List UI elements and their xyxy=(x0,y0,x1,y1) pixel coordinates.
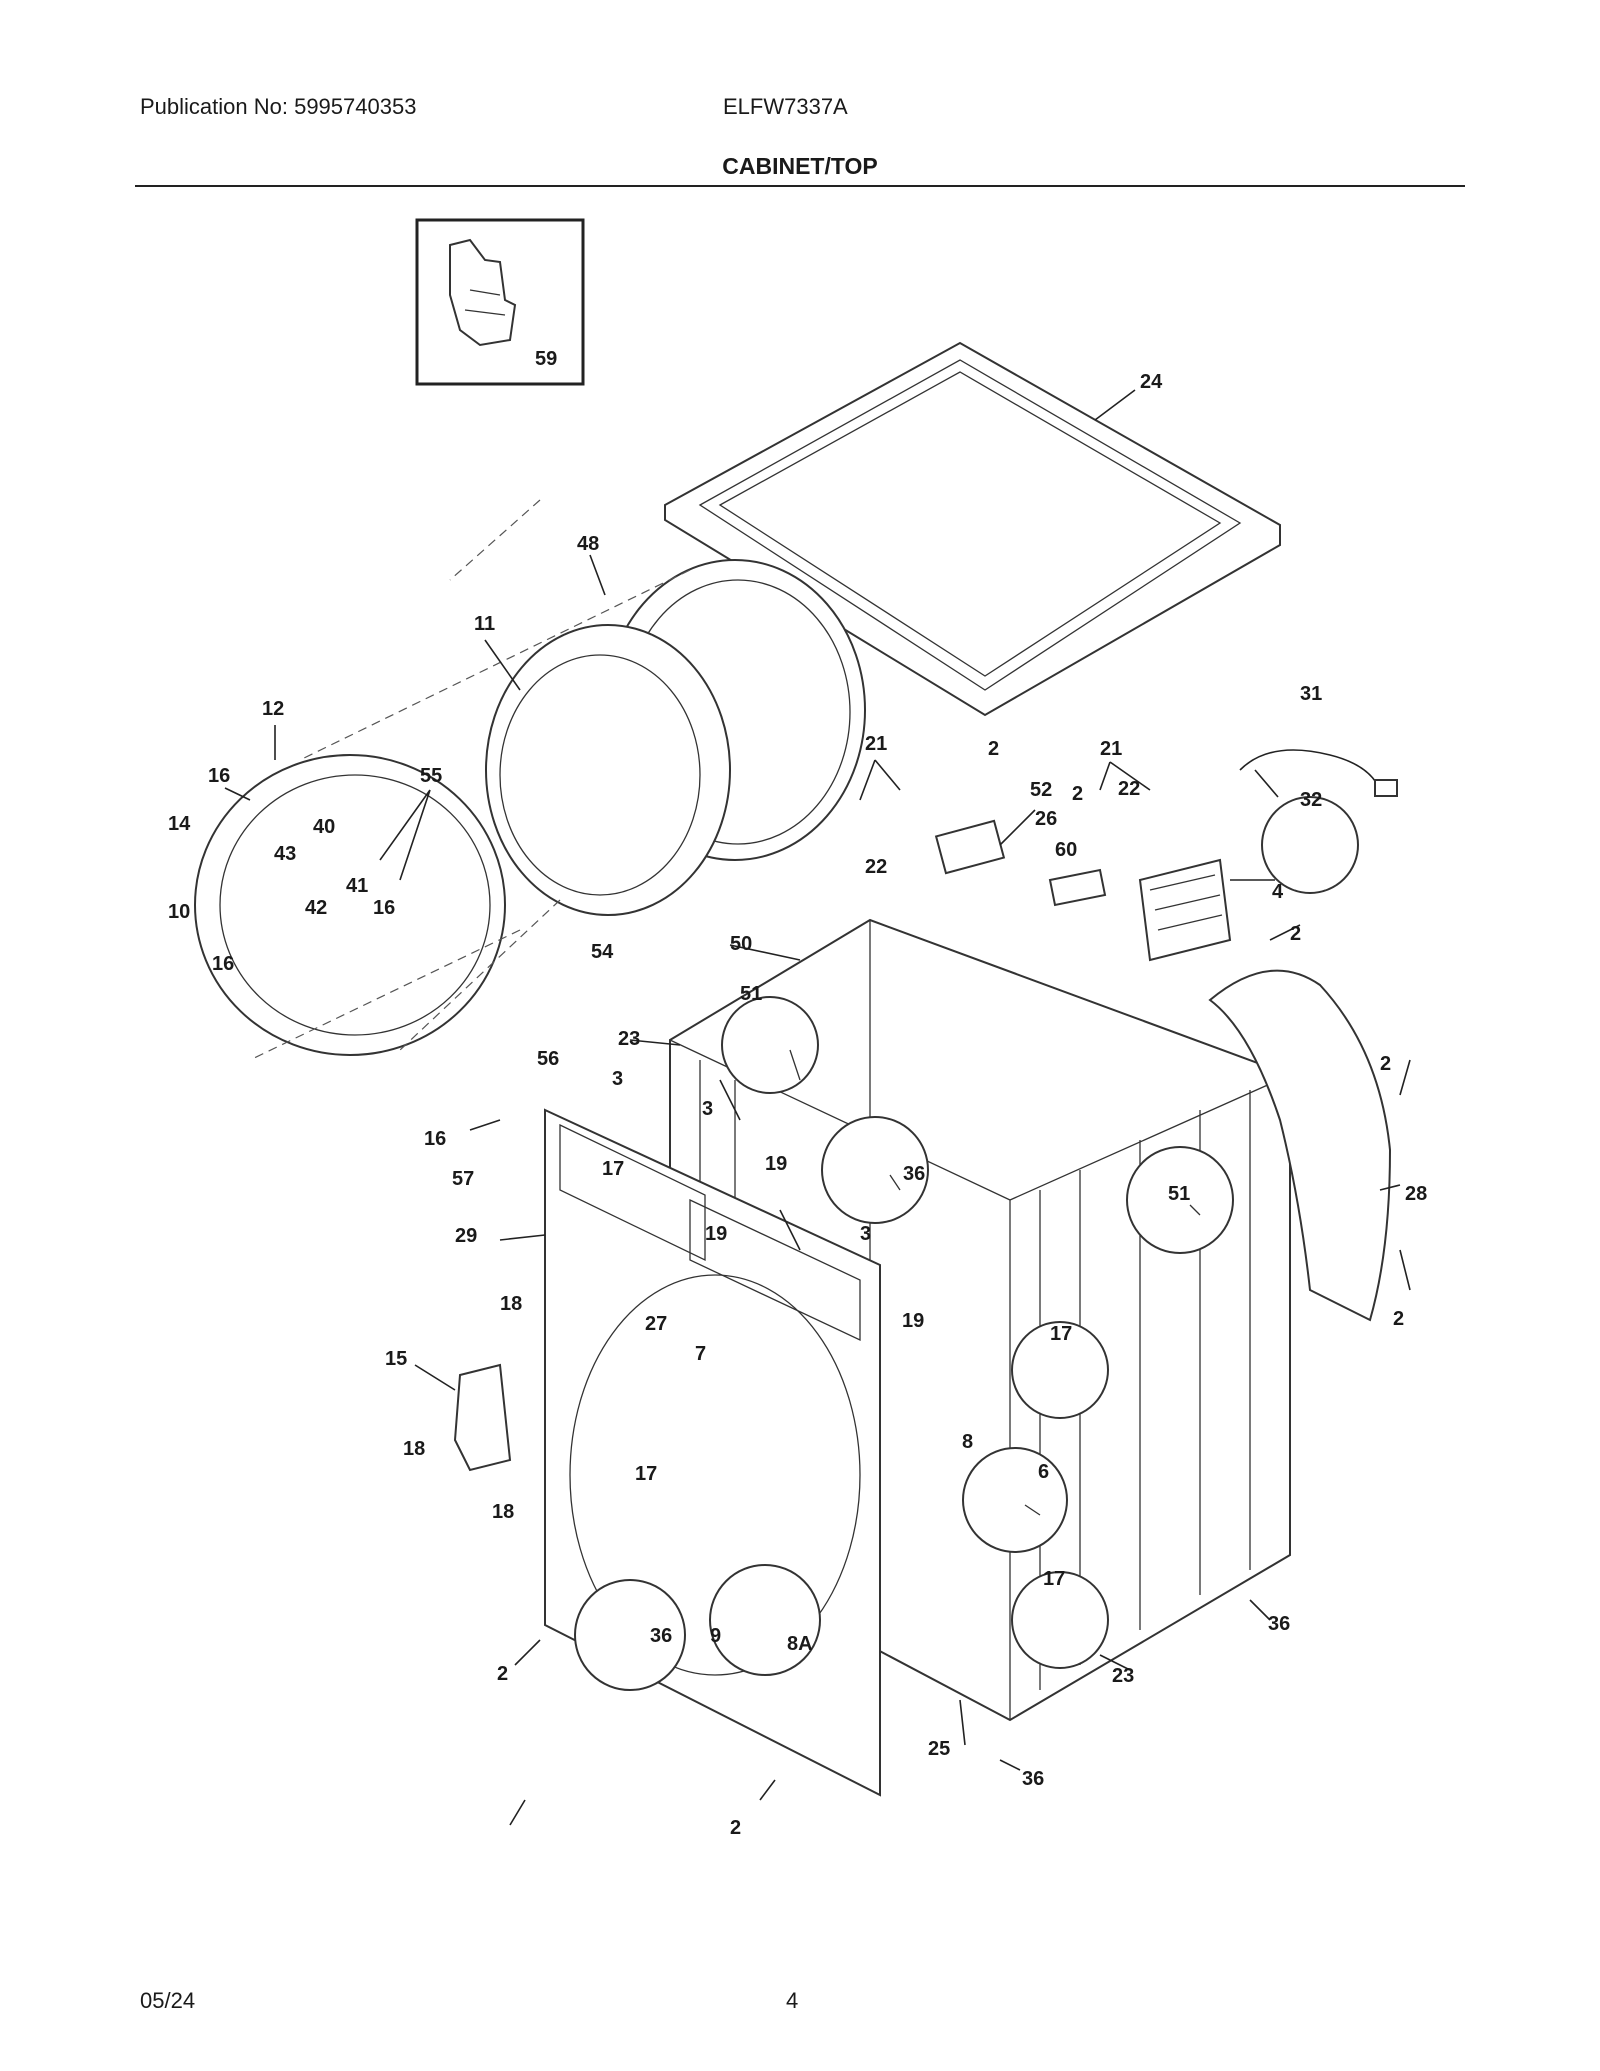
door-hinge xyxy=(453,1363,512,1472)
callout-17c: 17 xyxy=(635,1463,657,1485)
callout-40: 40 xyxy=(313,816,335,838)
callout-18c: 18 xyxy=(492,1501,514,1523)
callout-28: 28 xyxy=(1405,1183,1427,1205)
power-cord xyxy=(1239,749,1398,797)
callout-2d: 2 xyxy=(1380,1053,1391,1075)
leader-lines xyxy=(224,389,1411,1826)
callout-4: 4 xyxy=(1272,881,1284,903)
callout-26: 26 xyxy=(1035,808,1057,830)
callout-17b: 17 xyxy=(1050,1323,1072,1345)
control-components xyxy=(934,819,1232,962)
callout-29: 29 xyxy=(455,1225,477,1247)
callout-17d: 17 xyxy=(1043,1568,1065,1590)
callout-55: 55 xyxy=(420,765,442,787)
callout-31: 31 xyxy=(1300,683,1322,705)
callout-42: 42 xyxy=(305,897,327,919)
callout-18b: 18 xyxy=(403,1438,425,1460)
publication-number: Publication No: 5995740353 xyxy=(140,94,417,119)
callout-9: 9 xyxy=(710,1625,721,1647)
callout-19b: 19 xyxy=(705,1223,727,1245)
callout-19c: 19 xyxy=(902,1310,924,1332)
callout-36d: 36 xyxy=(1022,1768,1044,1790)
callout-23a: 23 xyxy=(618,1028,640,1050)
callout-43: 43 xyxy=(274,843,296,865)
callout-19a: 19 xyxy=(765,1153,787,1175)
callout-18a: 18 xyxy=(500,1293,522,1315)
section-title: CABINET/TOP xyxy=(722,153,878,179)
callout-2f: 2 xyxy=(497,1663,508,1685)
callout-32: 32 xyxy=(1300,789,1322,811)
callout-60: 60 xyxy=(1055,839,1077,861)
callout-22b: 22 xyxy=(1118,778,1140,800)
callout-36a: 36 xyxy=(903,1163,925,1185)
callout-51a: 51 xyxy=(740,983,762,1005)
footer-date: 05/24 xyxy=(140,1988,196,2013)
callout-48: 48 xyxy=(577,533,599,555)
callout-2a: 2 xyxy=(988,738,999,760)
footer-page-number: 4 xyxy=(786,1988,799,2013)
callout-11: 11 xyxy=(474,613,495,635)
callout-3c: 3 xyxy=(860,1223,871,1245)
callout-16a: 16 xyxy=(208,765,230,787)
callout-36c: 36 xyxy=(650,1625,672,1647)
callout-16b: 16 xyxy=(373,897,395,919)
callout-36b: 36 xyxy=(1268,1613,1290,1635)
rear-panel xyxy=(1208,969,1392,1322)
callout-2c: 2 xyxy=(1290,923,1301,945)
callout-52: 52 xyxy=(1030,779,1052,801)
callout-15: 15 xyxy=(385,1348,407,1370)
callout-24: 24 xyxy=(1140,371,1163,393)
callout-10: 10 xyxy=(168,901,190,923)
callout-54: 54 xyxy=(591,941,614,963)
callout-3a: 3 xyxy=(612,1068,623,1090)
door-assembly xyxy=(194,499,866,1061)
callout-12: 12 xyxy=(262,698,284,720)
callout-3b: 3 xyxy=(702,1098,713,1120)
callout-labels: 59 24 48 11 12 16 14 40 55 43 41 42 16 1… xyxy=(168,348,1427,1839)
callout-56: 56 xyxy=(537,1048,559,1070)
callout-41: 41 xyxy=(346,875,368,897)
callout-16c: 16 xyxy=(212,953,234,975)
callout-27: 27 xyxy=(645,1313,667,1335)
callout-6: 6 xyxy=(1038,1461,1049,1483)
callout-25: 25 xyxy=(928,1738,950,1760)
callout-17a: 17 xyxy=(602,1158,624,1180)
callout-16d: 16 xyxy=(424,1128,446,1150)
callout-51b: 51 xyxy=(1168,1183,1190,1205)
callout-23b: 23 xyxy=(1112,1665,1134,1687)
callout-21a: 21 xyxy=(865,733,887,755)
callout-59: 59 xyxy=(535,348,557,370)
header-rule xyxy=(135,185,1465,187)
inset-part-59 xyxy=(415,218,585,386)
callout-57: 57 xyxy=(452,1168,474,1190)
detail-circles xyxy=(574,796,1359,1691)
callout-22a: 22 xyxy=(865,856,887,878)
callout-8: 8 xyxy=(962,1431,973,1453)
callout-50: 50 xyxy=(730,933,752,955)
callout-2b: 2 xyxy=(1072,783,1083,805)
callout-2g: 2 xyxy=(730,1817,741,1839)
model-number: ELFW7337A xyxy=(723,94,848,119)
callout-8A: 8A xyxy=(787,1633,813,1655)
top-panel xyxy=(664,341,1281,717)
callout-14: 14 xyxy=(168,813,191,835)
callout-2e: 2 xyxy=(1393,1308,1404,1330)
callout-7: 7 xyxy=(695,1343,706,1365)
callout-21b: 21 xyxy=(1100,738,1122,760)
